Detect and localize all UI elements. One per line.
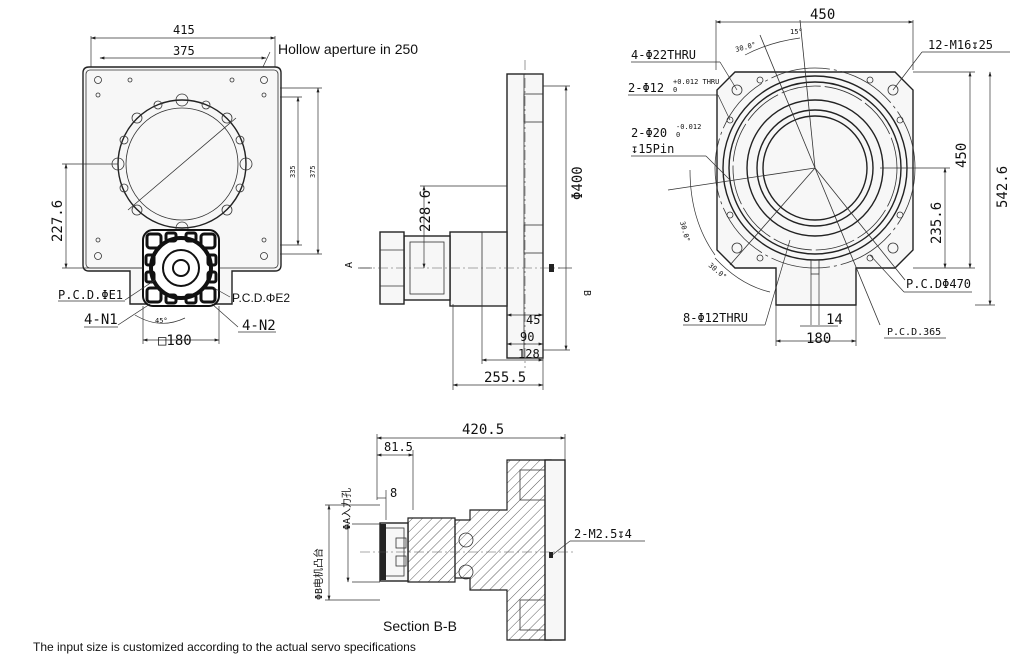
dim-square-180: □180 (158, 333, 192, 349)
section-mark-a: A (344, 262, 355, 268)
dim-420-5: 420.5 (462, 422, 504, 438)
rear-view: 450 30.0° 15° 30.0° (628, 7, 1011, 347)
dim-8: 8 (390, 486, 397, 500)
dim-255-5: 255.5 (484, 370, 526, 386)
dim-235-6: 235.6 (929, 202, 945, 244)
section-view: 420.5 81.5 8 ΦA入力孔 ΦB电机凸台 2-M2.5↧4 (312, 422, 645, 641)
dim-227-6: 227.6 (50, 200, 66, 242)
label-15-pin: ↧15Pin (631, 142, 674, 156)
label-2-phi12: 2-Φ12 (628, 81, 664, 95)
dim-228-6: 228.6 (418, 190, 434, 232)
dim-450-vertical: 450 (954, 143, 970, 168)
label-pcd-e2: P.C.D.ΦE2 (232, 291, 290, 305)
label-pcd-470: P.C.DΦ470 (906, 277, 971, 291)
footnote: The input size is customized according t… (33, 640, 416, 654)
angle-30-top: 30.0° (734, 41, 756, 54)
dim-542-6: 542.6 (995, 166, 1011, 208)
tol-phi20-lower: 0 (676, 131, 680, 139)
section-title: Section B-B (383, 618, 457, 634)
side-view: 228.6 Φ400 A B 45 90 128 255.5 (344, 60, 592, 390)
dim-415: 415 (173, 23, 195, 37)
tol-phi20: -0.012 (676, 123, 701, 131)
dim-375-vertical: 375 (309, 165, 317, 178)
label-4-n1: 4-N1 (84, 312, 118, 328)
section-mark-b: B (581, 290, 592, 296)
label-8-phi12-thru: 8-Φ12THRU (683, 311, 748, 325)
label-pcd-e1: P.C.D.ΦE1 (58, 288, 123, 302)
dim-128: 128 (518, 347, 540, 361)
front-view: 415 375 Hollow aperture in 250 (50, 23, 418, 349)
dim-180-right: 180 (806, 331, 831, 347)
dim-375: 375 (173, 44, 195, 58)
label-2-m2-5: 2-M2.5↧4 (574, 527, 632, 541)
dim-45: 45 (526, 313, 540, 327)
tol-phi12-lower: 0 (673, 86, 677, 94)
dim-450: 450 (810, 7, 835, 23)
dim-14: 14 (826, 312, 843, 328)
dim-90: 90 (520, 330, 534, 344)
dim-phi-400: Φ400 (570, 166, 586, 200)
callout-hollow-aperture: Hollow aperture in 250 (278, 41, 418, 57)
angle-30-left: 30.0° (678, 220, 691, 242)
label-12-m16: 12-M16↧25 (928, 38, 993, 52)
label-phi-a-input: ΦA入力孔 (340, 488, 353, 530)
label-4-n2: 4-N2 (242, 318, 276, 334)
label-4-phi22-thru: 4-Φ22THRU (631, 48, 696, 62)
label-phi-b-motor: ΦB电机凸台 (312, 548, 325, 600)
dim-335: 335 (289, 165, 297, 178)
tol-phi12: +0.012 THRU (673, 78, 719, 86)
angle-30-bottom: 30.0° (707, 261, 728, 281)
dim-81-5: 81.5 (384, 440, 413, 454)
angle-45: 45° (155, 317, 168, 325)
angle-15-top: 15° (790, 28, 803, 36)
label-2-phi20: 2-Φ20 (631, 126, 667, 140)
label-pcd-365: P.C.D.365 (887, 327, 941, 338)
